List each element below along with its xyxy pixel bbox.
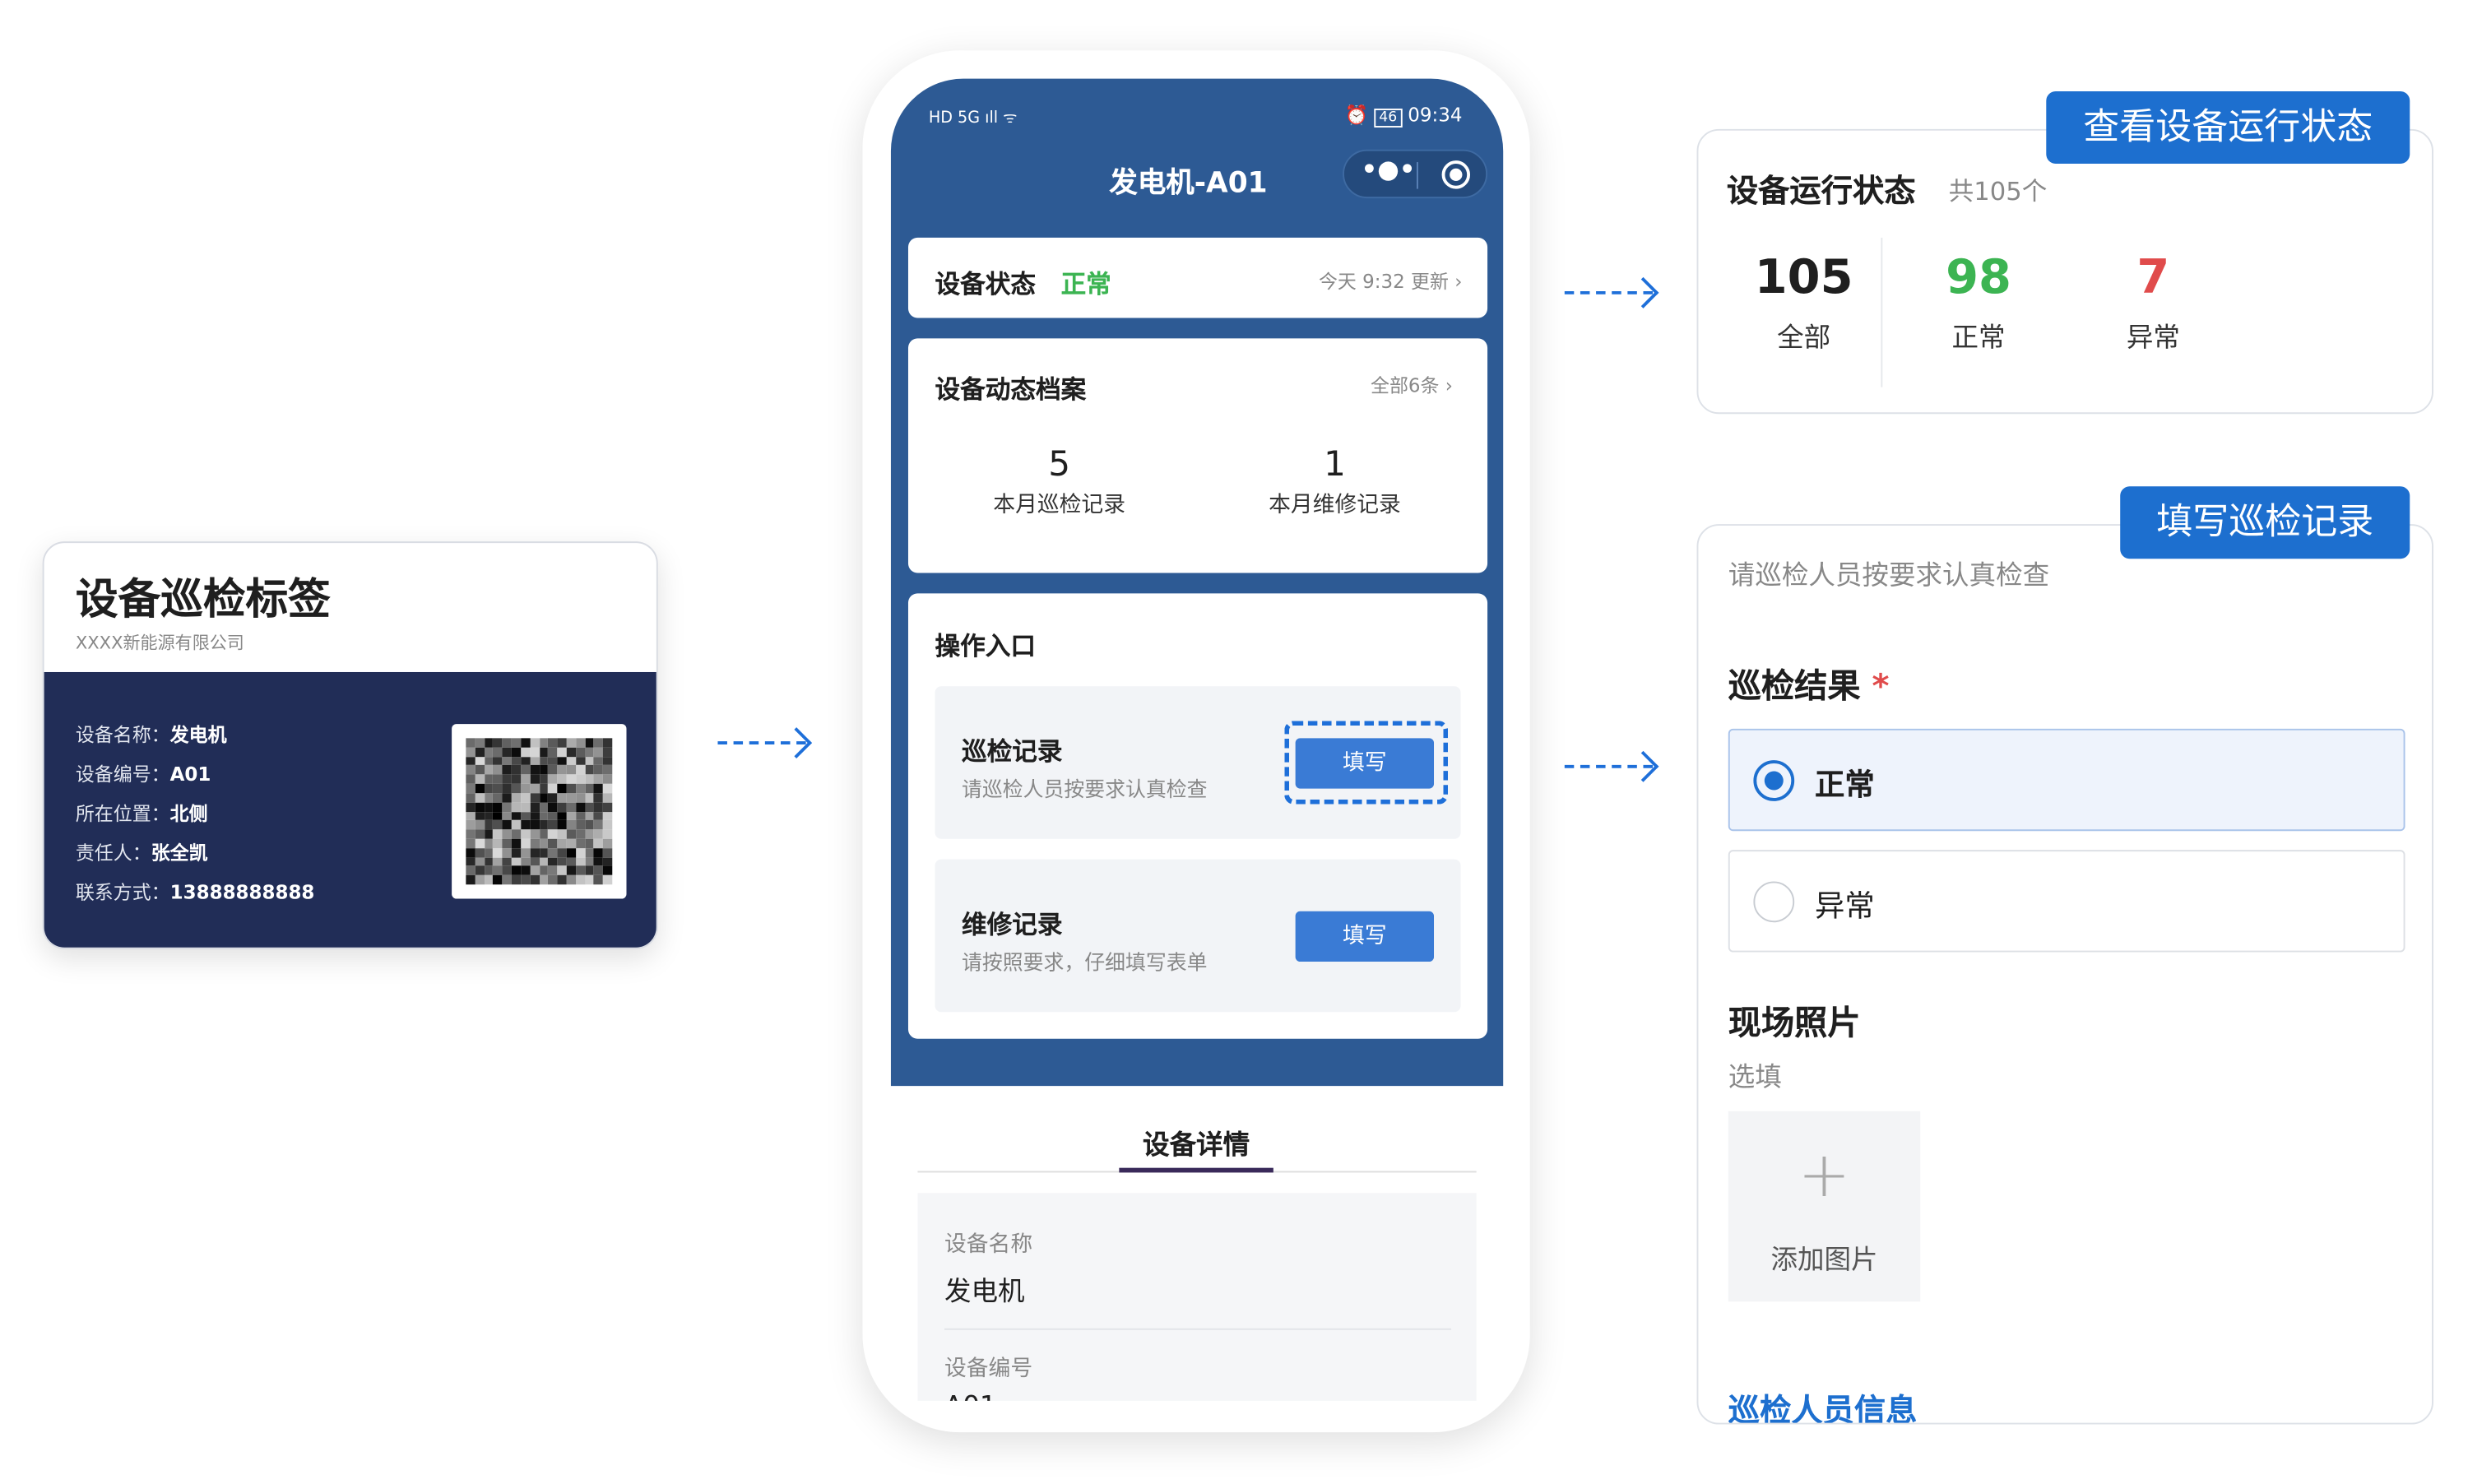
more-icon[interactable]: •●•: [1361, 154, 1416, 184]
status-right: ⏰ 46 09:34: [1344, 104, 1463, 128]
company-name: XXXX新能源有限公司: [75, 633, 244, 654]
total-count: 共105个: [1948, 176, 2048, 206]
radio-checked-icon[interactable]: [1753, 760, 1795, 801]
detail-label: 设备编号: [944, 1356, 1033, 1382]
tab-device-details[interactable]: 设备详情: [1143, 1129, 1250, 1162]
tab-underline: [1119, 1167, 1273, 1173]
divider: [1416, 162, 1418, 189]
repair-record-item: 维修记录 请按照要求，仔细填写表单 填写: [935, 859, 1461, 1013]
plus-icon: +: [1798, 1139, 1851, 1213]
inspection-form-panel: 请巡检人员按要求认真检查 巡检结果 * 正常 异常 现场照片 选填 + 添加图片…: [1696, 524, 2433, 1425]
form-tag: 填写巡检记录: [2120, 486, 2410, 559]
alarm-icon: ⏰: [1344, 104, 1375, 127]
field-contact: 联系方式：13888888888: [75, 881, 315, 904]
radio-unchecked-icon[interactable]: [1753, 881, 1795, 923]
item-desc: 请巡检人员按要求认真检查: [962, 779, 1208, 803]
arrow-right-icon: [717, 741, 806, 744]
option-normal[interactable]: 正常: [1728, 728, 2405, 832]
clock: 09:34: [1408, 104, 1463, 127]
label-info-panel: 设备名称：发电机 设备编号：A01 所在位置：北侧 责任人：张全凯 联系方式：1…: [44, 671, 656, 948]
fill-repair-button[interactable]: 填写: [1295, 911, 1435, 962]
field-name: 设备名称：发电机: [75, 724, 227, 746]
label-title: 设备巡检标签: [75, 576, 331, 625]
battery-icon: 46: [1374, 109, 1402, 128]
detail-value: A01: [944, 1391, 997, 1400]
divider: [944, 1328, 1452, 1330]
status-value: 正常: [1060, 269, 1111, 299]
signal-icons: HD 5G ıll ᯤ: [928, 109, 1018, 128]
view-all-link[interactable]: 全部6条 ›: [1371, 374, 1453, 397]
detail-value: 发电机: [944, 1276, 1025, 1308]
updated-time: 今天 9:32 更新 ›: [1318, 271, 1463, 293]
result-label: 巡检结果 *: [1728, 667, 1890, 706]
option-label: 异常: [1815, 889, 1875, 925]
inspection-record-item: 巡检记录 请巡检人员按要求认真检查 填写: [935, 686, 1461, 839]
highlight-outline: [1284, 721, 1449, 805]
phone-screen-header: HD 5G ıll ᯤ ⏰ 46 09:34 发电机-A01 •●• 设备状态 …: [890, 78, 1504, 1087]
status-label: 设备状态: [935, 269, 1036, 299]
capsule-menu: •●•: [1343, 149, 1488, 199]
photo-label: 现场照片: [1728, 1004, 1861, 1042]
arrow-right-icon: [1564, 290, 1653, 294]
photo-hint: 选填: [1728, 1062, 1782, 1094]
qr-code[interactable]: [452, 724, 627, 899]
inspection-label-card: 设备巡检标签 XXXX新能源有限公司 设备名称：发电机 设备编号：A01 所在位…: [42, 541, 658, 949]
option-abnormal[interactable]: 异常: [1728, 850, 2405, 953]
add-photo-label: 添加图片: [1770, 1245, 1878, 1277]
field-owner: 责任人：张全凯: [75, 842, 208, 865]
panel-title: 设备运行状态: [1726, 171, 1916, 210]
actions-title: 操作入口: [935, 631, 1036, 661]
device-details-list: 设备名称 发电机 设备编号 A01: [917, 1193, 1477, 1401]
archive-title: 设备动态档案: [935, 374, 1087, 405]
arrow-right-icon: [1564, 764, 1653, 768]
form-hint: 请巡检人员按要求认真检查: [1728, 560, 2050, 592]
status-tag: 查看设备运行状态: [2046, 90, 2410, 164]
option-label: 正常: [1815, 768, 1875, 803]
device-status-card[interactable]: 设备状态 正常 今天 9:32 更新 ›: [907, 237, 1488, 318]
divider: [1881, 237, 1883, 387]
detail-label: 设备名称: [944, 1232, 1033, 1258]
add-photo-button[interactable]: + 添加图片: [1728, 1111, 1921, 1302]
item-title: 维修记录: [962, 909, 1063, 940]
actions-card: 操作入口 巡检记录 请巡检人员按要求认真检查 填写 维修记录 请按照要求，仔细填…: [907, 593, 1488, 1039]
item-title: 巡检记录: [962, 736, 1063, 767]
close-miniprogram-icon[interactable]: [1441, 160, 1471, 189]
inspector-section-title: 巡检人员信息: [1728, 1391, 1918, 1425]
field-id: 设备编号：A01: [75, 763, 211, 786]
field-location: 所在位置：北侧: [75, 802, 208, 825]
item-desc: 请按照要求，仔细填写表单: [962, 952, 1208, 976]
fill-inspection-button[interactable]: 填写: [1295, 738, 1435, 789]
page-title: 发电机-A01: [1109, 166, 1268, 200]
